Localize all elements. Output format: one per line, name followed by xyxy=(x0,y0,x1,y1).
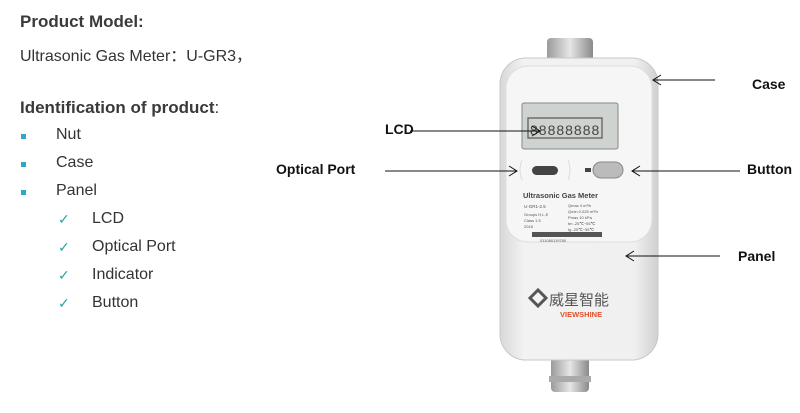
callout-case: Case xyxy=(752,76,786,92)
callout-panel: Panel xyxy=(738,248,776,264)
optical-port xyxy=(532,166,558,175)
meter-serial: 011080119780 xyxy=(540,238,567,243)
list-item-panel: Panel xyxy=(56,182,97,199)
identification-heading-text: Identification of product xyxy=(20,98,215,117)
lcd-digits xyxy=(527,117,603,139)
svg-text:88888888: 88888888 xyxy=(530,122,600,138)
check-icon: ✓ xyxy=(58,295,70,311)
sub-item-lcd: LCD xyxy=(92,210,125,227)
callout-optical-port: Optical Port xyxy=(276,161,356,177)
arrow-panel xyxy=(625,250,720,262)
callout-button: Button xyxy=(747,161,793,177)
meter-class: Class 1.5 xyxy=(524,218,541,223)
bullet-icon xyxy=(21,190,26,195)
bullet-icon xyxy=(21,134,26,139)
meter-model: U-GR1-2.5 xyxy=(524,204,546,209)
meter-qmax: Qmax 4 m³/h xyxy=(568,203,591,208)
list-item-case: Case xyxy=(56,154,94,171)
arrow-button xyxy=(631,165,740,177)
arrow-lcd xyxy=(410,125,541,137)
meter-qmin: Qmin 0.025 m³/h xyxy=(568,209,598,214)
sub-item-optical-port: Optical Port xyxy=(92,238,176,255)
meter-year: 2018 xyxy=(524,224,534,229)
list-item-nut: Nut xyxy=(56,126,81,143)
meter-name: Ultrasonic Gas Meter xyxy=(523,191,598,200)
colon: : xyxy=(214,98,220,117)
product-model-heading: Product Model: xyxy=(20,12,144,31)
callout-arrows xyxy=(385,74,740,262)
arrow-case xyxy=(652,74,715,86)
meter-tg: tg -25℃~55℃ xyxy=(568,227,595,232)
sub-item-button: Button xyxy=(92,294,139,311)
brand-cn: 威星智能 xyxy=(549,291,609,309)
meter-pmax: Pmax 10 kPa xyxy=(568,215,593,220)
indicator xyxy=(585,168,591,172)
brand-en: VIEWSHINE xyxy=(560,310,602,319)
check-icon: ✓ xyxy=(58,267,70,283)
identification-heading: Identification of product: xyxy=(20,98,219,118)
product-model-value: Ultrasonic Gas Meter：U-GR3， xyxy=(20,48,253,65)
button xyxy=(592,161,624,179)
callout-lcd: LCD xyxy=(385,121,414,137)
bullet-icon xyxy=(21,162,26,167)
brand-logo-icon xyxy=(527,287,549,309)
check-icon: ✓ xyxy=(58,211,70,227)
sub-item-indicator: Indicator xyxy=(92,266,154,283)
meter-groups: Groups H,L,E xyxy=(524,212,549,217)
check-icon: ✓ xyxy=(58,239,70,255)
arrow-optical-port xyxy=(385,165,518,177)
meter-tm: tm -25℃~55℃ xyxy=(568,221,596,226)
barcode xyxy=(532,232,602,237)
